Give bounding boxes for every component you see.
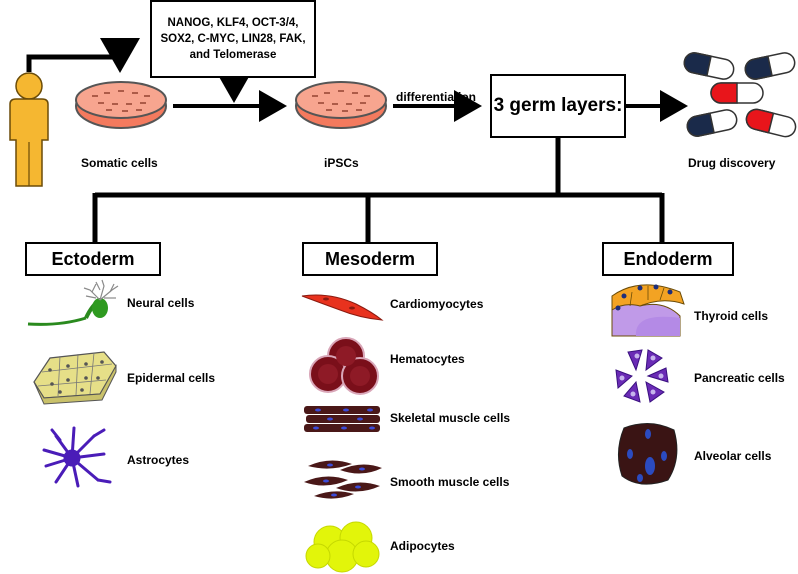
mesoderm-box: Mesoderm [302, 242, 438, 276]
neural-cells-label: Neural cells [127, 296, 195, 310]
alveolar-cells-label: Alveolar cells [694, 449, 772, 463]
epidermal-cells-label: Epidermal cells [127, 371, 216, 385]
germ-layers-label: 3 germ layers: [493, 95, 623, 116]
smooth-muscle-icon [304, 460, 382, 499]
mesoderm-title: Mesoderm [324, 248, 416, 269]
neural-cell-icon [27, 279, 119, 326]
ipsc-dish-icon [295, 81, 387, 129]
factors-line-2: SOX2, C-MYC, LIN28, FAK, [160, 33, 306, 45]
reprogramming-factors-box: NANOG, KLF4, OCT-3/4, SOX2, C-MYC, LIN28… [150, 0, 316, 78]
epidermal-cell-icon [33, 351, 117, 405]
smooth-muscle-label: Smooth muscle cells [390, 475, 510, 489]
adipocyte-icon [305, 521, 380, 573]
endoderm-box: Endoderm [602, 242, 734, 276]
ectoderm-title: Ectoderm [51, 248, 135, 269]
adipocytes-label: Adipocytes [390, 539, 455, 553]
ipscs-label: iPSCs [324, 156, 359, 170]
hematocytes-label: Hematocytes [390, 352, 465, 366]
differentiation-label: differentiation [396, 90, 476, 104]
person-to-dish-arrow [26, 38, 140, 73]
cardiomyocytes-label: Cardiomyocytes [390, 297, 484, 311]
skeletal-muscle-icon [304, 406, 380, 432]
astrocytes-label: Astrocytes [127, 453, 190, 467]
thyroid-cell-icon [611, 284, 685, 337]
factors-line-1: NANOG, KLF4, OCT-3/4, [167, 17, 299, 29]
pancreatic-cells-label: Pancreatic cells [694, 371, 785, 385]
astrocyte-icon [42, 426, 112, 488]
alveolar-cell-icon [618, 423, 678, 485]
drug-discovery-label: Drug discovery [688, 156, 776, 170]
person-icon [9, 72, 49, 187]
hematocyte-icon [309, 337, 379, 395]
ectoderm-box: Ectoderm [25, 242, 161, 276]
endoderm-title: Endoderm [623, 248, 713, 269]
skeletal-muscle-label: Skeletal muscle cells [390, 411, 511, 425]
thyroid-cells-label: Thyroid cells [694, 309, 769, 323]
tree-connectors [92, 138, 665, 244]
somatic-dish-icon [75, 81, 167, 129]
capsule-icons [683, 52, 797, 138]
cardiomyocyte-icon [301, 294, 384, 321]
germ-layers-box: 3 germ layers: [490, 74, 626, 138]
factors-line-3: and Telomerase [189, 49, 277, 61]
pancreatic-cell-icon [615, 349, 669, 403]
somatic-cells-label: Somatic cells [81, 156, 158, 170]
